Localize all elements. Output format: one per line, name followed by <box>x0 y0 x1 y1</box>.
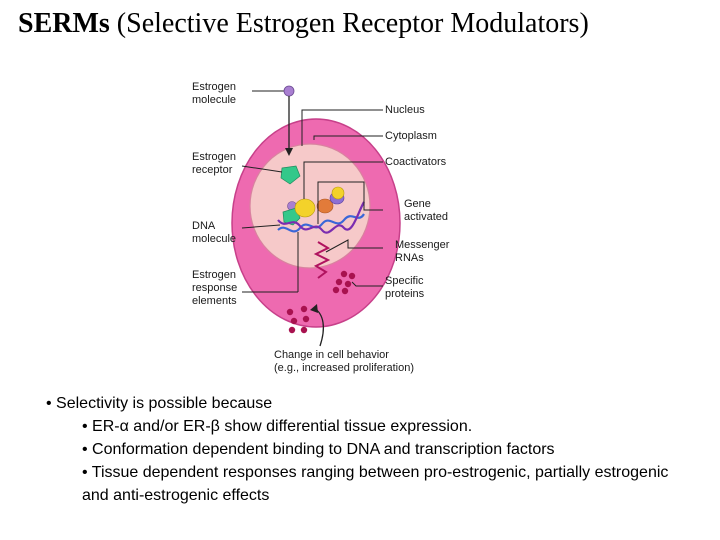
coactivator-orange-icon <box>316 198 334 214</box>
title-expansion: (Selective Estrogen Receptor Modulators) <box>109 8 589 39</box>
leader-line-cytoplasm <box>313 135 383 140</box>
secreted-proteins <box>286 305 310 334</box>
estrogen-receptor-icon <box>280 165 301 185</box>
messenger-rna-icon <box>313 241 331 279</box>
title-acronym: SERMs <box>18 8 110 39</box>
coactivator-small-yellow-icon <box>331 186 345 200</box>
bullet-sub-tissue-response: • Tissue dependent responses ranging bet… <box>82 464 669 504</box>
label-messenger-rnas: Messenger RNAs <box>395 239 452 264</box>
label-estrogen-receptor: Estrogen receptor <box>192 151 239 176</box>
label-dna-molecule: DNA molecule <box>192 220 236 245</box>
dna-bound-receptor-icon <box>282 207 301 226</box>
arrowhead-icon <box>310 304 318 313</box>
page-title: SERMs (Selective Estrogen Receptor Modul… <box>18 8 589 40</box>
label-gene-activated: Gene activated <box>404 198 448 223</box>
leader-line-gene <box>317 181 383 224</box>
beta-symbol: β <box>210 418 220 435</box>
label-nucleus: Nucleus <box>385 104 425 116</box>
leader-line-dna <box>241 224 281 229</box>
leader-line-coactivators <box>303 161 383 199</box>
label-coactivators: Coactivators <box>385 156 447 168</box>
bullet-sub-er-expression: • ER-α and/or ER-β show differential tis… <box>82 418 473 435</box>
alpha-symbol: α <box>119 418 129 435</box>
coactivator-yellow-icon <box>294 198 316 218</box>
label-specific-proteins: Specific proteins <box>385 275 427 300</box>
dna-strand-purple <box>277 201 365 234</box>
arrowhead-icon <box>285 148 293 156</box>
dna-strand-blue <box>277 213 365 233</box>
leader-line-rna <box>325 239 383 253</box>
proteins-cluster <box>332 270 356 295</box>
label-estrogen-response-elements: Estrogen response elements <box>192 269 240 307</box>
leader-line-receptor <box>241 165 283 173</box>
leader-line-proteins <box>351 281 383 287</box>
estrogen-molecule-icon <box>283 85 295 97</box>
leader-line-nucleus <box>301 109 383 146</box>
bullet-sub-conformation: • Conformation dependent binding to DNA … <box>82 441 555 458</box>
label-estrogen-molecule: Estrogen molecule <box>192 81 239 106</box>
bullet-main: • Selectivity is possible because <box>46 395 273 412</box>
label-cell-behavior: Change in cell behavior (e.g., increased… <box>274 349 414 374</box>
label-cytoplasm: Cytoplasm <box>385 130 437 142</box>
bullet-list: • Selectivity is possible because • ER-α… <box>46 392 696 507</box>
estrogen-receptor-diagram: Estrogen molecule Estrogen receptor DNA … <box>192 81 452 374</box>
